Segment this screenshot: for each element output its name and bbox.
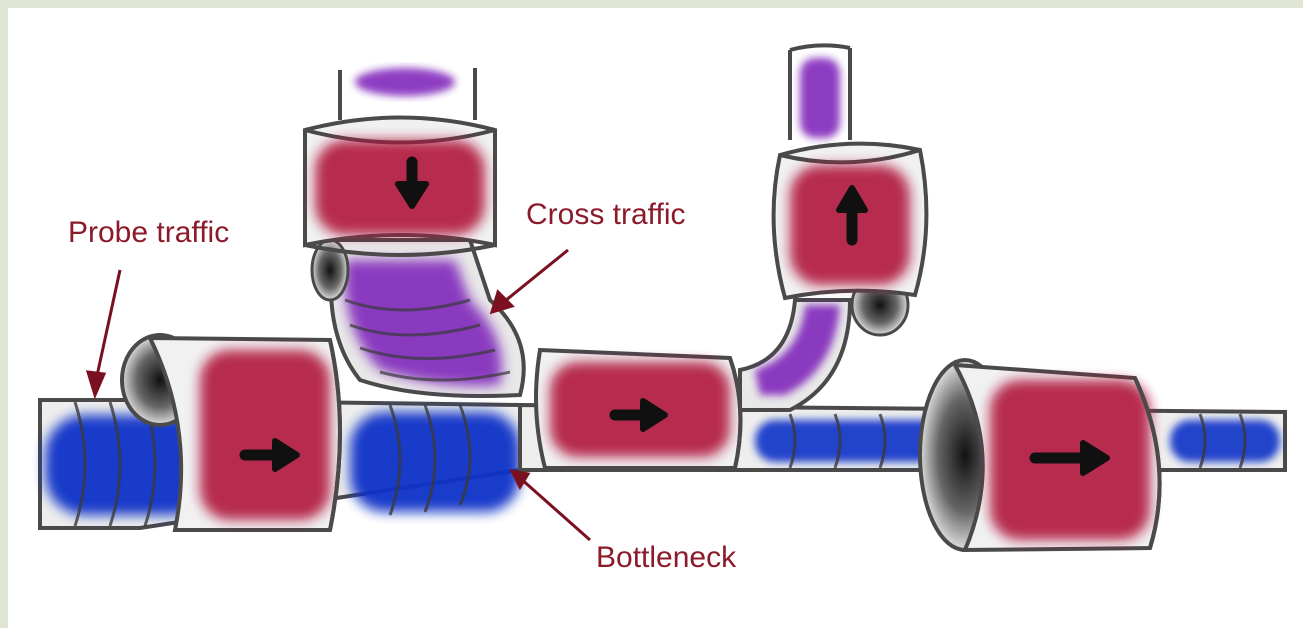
packet-bottleneck <box>536 350 740 468</box>
packet-probe-2 <box>920 360 1160 550</box>
callout-arrow-cross <box>492 250 568 312</box>
probe-traffic-label: Probe traffic <box>68 218 229 248</box>
callout-arrow-probe <box>88 270 120 395</box>
bottleneck-label: Bottleneck <box>596 543 736 573</box>
cross-traffic-fill-1 <box>355 68 455 96</box>
callout-arrow-bottleneck <box>512 471 590 540</box>
packet-cross-up <box>774 144 927 298</box>
probe-traffic-fill-4 <box>1170 420 1280 462</box>
cross-traffic-fill-3 <box>800 58 840 138</box>
packet-cross-top <box>305 118 495 256</box>
cross-traffic-label: Cross traffic <box>526 200 685 230</box>
